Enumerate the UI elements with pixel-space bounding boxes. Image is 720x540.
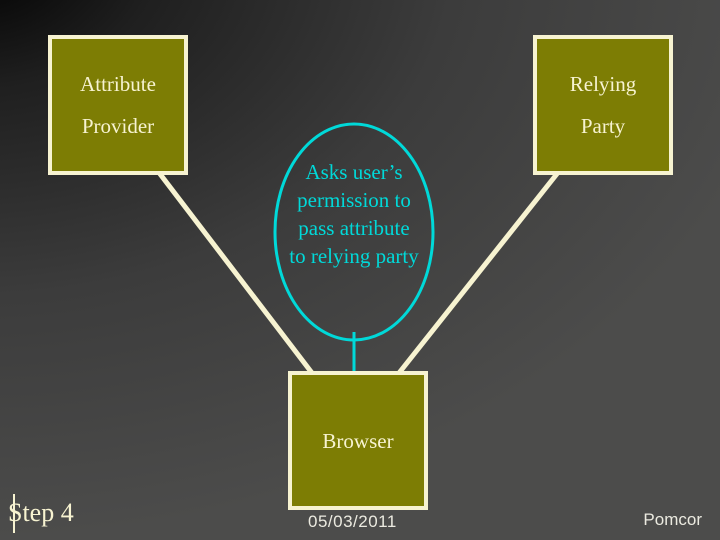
ellipse-note-line1: Asks user’s bbox=[305, 160, 403, 184]
ellipse-note-text: Asks user’s permission to pass attribute… bbox=[254, 158, 454, 270]
connector-relyingparty-browser bbox=[397, 168, 562, 375]
brand-label: Pomcor bbox=[643, 510, 702, 529]
browser-box: Browser bbox=[288, 371, 428, 510]
attribute-provider-label-line2: Provider bbox=[81, 114, 155, 138]
relying-party-label-line1: Relying bbox=[569, 72, 637, 96]
attribute-provider-label-line1: Attribute bbox=[80, 72, 156, 96]
relying-party-box: Relying Party bbox=[533, 35, 673, 175]
browser-label: Browser bbox=[322, 428, 394, 453]
attribute-provider-box: Attribute Provider bbox=[48, 35, 188, 175]
relying-party-label-line2: Party bbox=[580, 114, 626, 138]
permission-ellipse bbox=[273, 122, 435, 342]
ellipse-note-line2: permission to bbox=[297, 188, 411, 212]
slide-date: 05/03/2011 bbox=[308, 512, 397, 531]
ellipse-note-line4: to relying party bbox=[289, 244, 419, 268]
step-s-overstrike bbox=[13, 494, 15, 533]
ellipse-note-line3: pass attribute bbox=[298, 216, 410, 240]
connector-provider-browser bbox=[155, 168, 314, 375]
step-label: Step 4 bbox=[8, 498, 74, 527]
